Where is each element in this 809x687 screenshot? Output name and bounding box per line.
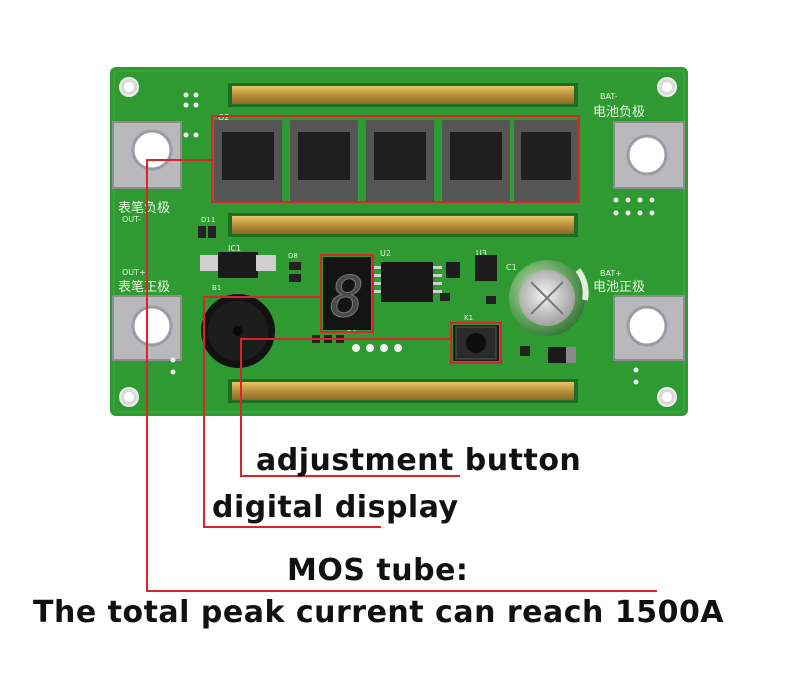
silk-u3: U3 [476,249,487,258]
silk-p1: P1 [347,326,357,335]
callout-leader-lines [146,159,657,592]
mos-tube-label: MOS tube: [287,553,469,588]
button-leader-line [240,338,460,477]
silk-bat-minus-cn: 电池负极 [593,105,645,120]
smd-components [198,226,576,363]
ic1-chip [200,252,276,278]
display-digit: 8 [330,265,364,330]
silk-ic1: IC1 [228,244,241,253]
silk-q2: Q2 [218,113,229,122]
pad-dots [170,92,655,385]
display-leader-line [203,296,381,528]
mounting-holes [119,77,677,407]
electrolytic-capacitor [509,260,589,336]
digital-display-label: digital display [212,490,459,525]
silk-d8: D8 [288,252,298,260]
silk-d11: D11 [201,216,215,224]
peak-current-label: The total peak current can reach 1500A [33,595,725,630]
silk-out-minus-code: OUT- [122,215,141,224]
button-callout-box [450,322,502,364]
silk-out-plus-cn: 表笔正极 [118,279,170,295]
buzzer [201,294,275,368]
display-callout-box [320,254,374,333]
silk-c1: C1 [506,263,517,272]
silk-out-plus-code: OUT+ [122,268,146,277]
mos-leader-line [146,159,657,592]
adjustment-button-label: adjustment button [256,443,582,478]
u2-chip [372,262,442,302]
seven-segment-display: 8 [323,257,371,331]
terminal-pads [112,121,685,361]
silkscreen: BAT- 电池负极 BAT+ 电池正极 表笔负极 OUT- OUT+ 表笔正极 … [118,92,645,335]
silk-bat-plus-cn: 电池正极 [593,280,645,295]
adjustment-push-button [453,325,499,361]
silk-u2: U2 [380,249,391,258]
silk-bat-plus-code: BAT+ [600,269,622,278]
mosfet-group [214,120,578,202]
silk-out-minus-cn: 表笔负极 [118,200,170,216]
silk-bat-minus-code: BAT- [600,92,617,101]
copper-bars [228,83,578,403]
silk-k1: K1 [464,314,473,322]
silk-b1: B1 [212,284,221,292]
